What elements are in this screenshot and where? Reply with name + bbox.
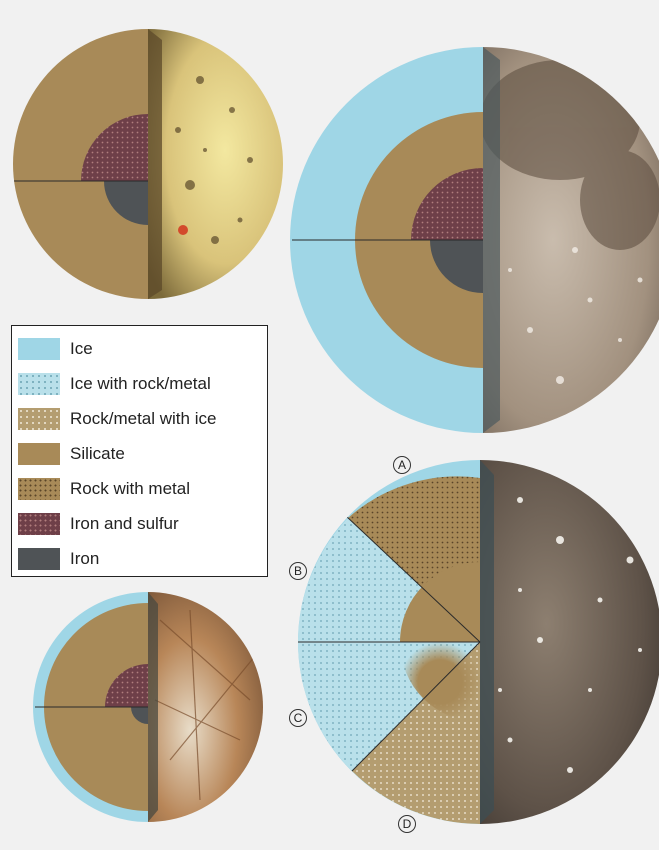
- iron-swatch: [18, 548, 60, 570]
- callisto-cutaway: [298, 460, 659, 824]
- legend-item-rock-metal-with-ice: Rock/metal with ice: [18, 406, 216, 432]
- europa-edge-shading: [148, 592, 158, 822]
- europa-iron-sulfur-core: [105, 664, 148, 707]
- callisto-rock-core-gradient: [400, 562, 480, 642]
- iron-sulfur-swatch: [18, 513, 60, 535]
- legend-label: Iron and sulfur: [70, 514, 179, 533]
- io-iron-core: [104, 181, 148, 225]
- legend-label: Ice with rock/metal: [70, 374, 211, 393]
- ice-rock-swatch: [18, 373, 60, 395]
- legend-label: Silicate: [70, 444, 125, 463]
- europa-surface: [148, 592, 263, 822]
- ganymede-edge-shading: [483, 47, 500, 433]
- legend-label: Rock with metal: [70, 479, 190, 498]
- legend-item-iron-and-sulfur: Iron and sulfur: [18, 511, 179, 537]
- legend-label: Rock/metal with ice: [70, 409, 217, 428]
- legend-item-ice-with-rock-metal: Ice with rock/metal: [18, 371, 211, 397]
- rock-ice-swatch: [18, 408, 60, 430]
- europa-lineae: [154, 609, 261, 801]
- ganymede-dark-regions: [480, 60, 659, 250]
- ganymede-cutaway: [290, 47, 659, 433]
- io-cutaway: [13, 29, 283, 299]
- region-label-d: D: [398, 815, 416, 833]
- silicate-swatch: [18, 443, 60, 465]
- region-label-b: B: [289, 562, 307, 580]
- io-red-spot: [178, 225, 188, 235]
- legend-item-iron: Iron: [18, 546, 99, 572]
- callisto-division-lines: [298, 515, 481, 772]
- material-legend: Ice Ice with rock/metal Rock/metal with …: [11, 325, 268, 577]
- io-edge-shading: [148, 29, 162, 299]
- legend-label: Iron: [70, 549, 100, 568]
- europa-iron-core: [131, 707, 148, 724]
- ganymede-iron-core: [430, 240, 483, 293]
- legend-label: Ice: [70, 339, 93, 358]
- region-label-a: A: [393, 456, 411, 474]
- ice-swatch: [18, 338, 60, 360]
- legend-item-silicate: Silicate: [18, 441, 125, 467]
- io-surface: [148, 29, 283, 299]
- legend-item-rock-with-metal: Rock with metal: [18, 476, 190, 502]
- europa-cutaway: [33, 592, 263, 822]
- rock-metal-swatch: [18, 478, 60, 500]
- io-surface-spots: [175, 76, 253, 244]
- legend-item-ice: Ice: [18, 336, 93, 362]
- io-iron-sulfur-core: [81, 114, 148, 181]
- ganymede-iron-sulfur-core: [411, 168, 483, 240]
- region-label-c: C: [289, 709, 307, 727]
- callisto-edge-shading: [480, 460, 494, 824]
